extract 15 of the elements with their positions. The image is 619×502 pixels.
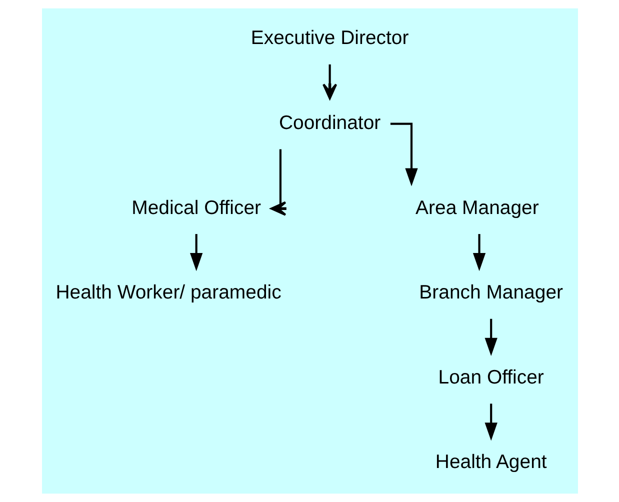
node-text: Branch Manager [418,282,563,304]
node-text: Coordinator [278,112,380,134]
arrow [484,404,497,441]
arrow [390,122,418,186]
node-text: Executive Director [250,27,408,50]
arrow [270,149,286,216]
arrow [472,234,486,272]
node-text: Loan Officer [438,366,544,388]
node-text: Area Manager [415,196,538,219]
arrow [190,234,202,272]
arrow [322,64,337,100]
node-text: Health Worker/ paramedic [55,282,281,304]
node-text: Health Agent [434,451,546,474]
node-text: Medical Officer [131,196,261,219]
arrow [484,318,497,356]
